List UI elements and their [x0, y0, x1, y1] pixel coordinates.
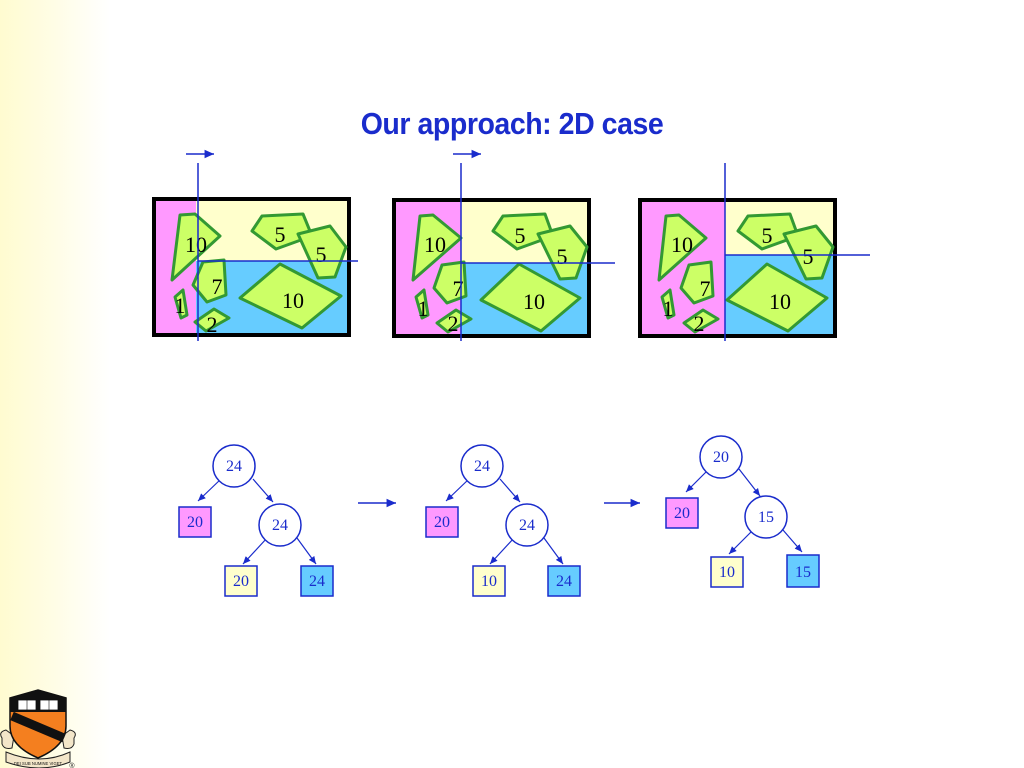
shape-label: 10	[523, 289, 545, 314]
tree-node-label: 15	[795, 564, 811, 581]
tree-leaf-bottom-right	[300, 565, 334, 597]
shape-label: 7	[453, 276, 464, 301]
tree-root-node	[212, 444, 256, 488]
shape-label: 1	[175, 293, 186, 318]
shape-label: 1	[418, 296, 429, 321]
shape-1	[660, 288, 676, 320]
panel-border	[152, 197, 351, 337]
tree-node-label: 24	[556, 573, 572, 590]
tree-3: 20 20 15 10 15	[665, 435, 820, 588]
tree-node-label: 24	[226, 458, 242, 475]
registered-mark: ®	[69, 762, 75, 768]
tree-leaf-top-right	[472, 565, 506, 597]
shape-7	[679, 260, 715, 305]
shape-label: 10	[424, 232, 446, 257]
tree-leaf-bottom-right	[547, 565, 581, 597]
tree-node-label: 15	[758, 509, 774, 526]
tree-node-label: 10	[719, 564, 735, 581]
tree-node-label: 20	[187, 514, 203, 531]
shape-2	[193, 307, 231, 333]
shape-label: 5	[762, 223, 773, 248]
tree-node-label: 20	[713, 449, 729, 466]
shape-5-top	[736, 212, 800, 251]
shape-label: 5	[275, 222, 286, 247]
tree-root-node	[460, 444, 504, 488]
panel-border	[392, 198, 591, 338]
tree-leaf-bottom-right	[786, 554, 820, 588]
panel-1: 10 5 5 7 10 1 2	[152, 149, 358, 341]
shape-label: 10	[769, 289, 791, 314]
tree-leaf-top-right	[710, 556, 744, 588]
shape-label: 7	[212, 274, 223, 299]
tree-node-label: 20	[233, 573, 249, 590]
shape-5-right	[782, 224, 835, 281]
tree-node-label: 24	[519, 517, 535, 534]
shape-5-top	[250, 212, 314, 251]
shape-10-left	[170, 212, 222, 282]
tree-node-label: 24	[474, 458, 490, 475]
shape-label: 2	[694, 311, 705, 336]
shape-label: 5	[557, 244, 568, 269]
shape-5-right	[296, 224, 348, 280]
shape-5-top	[491, 212, 555, 251]
tree-leaf-top-right	[224, 565, 258, 597]
tree-node-label: 20	[434, 514, 450, 531]
shape-label: 5	[803, 244, 814, 269]
shape-label: 10	[282, 288, 304, 313]
tree-inner-node	[258, 503, 302, 547]
logo-motto: DEI SUB NUMINE VIGET	[14, 761, 63, 766]
shape-label: 5	[515, 223, 526, 248]
shape-10-big	[479, 262, 582, 333]
shape-label: 10	[671, 232, 693, 257]
shape-1	[414, 288, 430, 320]
tree-node-label: 10	[481, 573, 497, 590]
princeton-shield-icon: DEI SUB NUMINE VIGET ®	[0, 689, 76, 768]
shape-1	[173, 288, 189, 320]
shape-2	[435, 308, 473, 334]
tree-node-label: 24	[272, 517, 288, 534]
background-gradient-strip	[0, 0, 110, 768]
shape-10-left	[657, 213, 708, 282]
tree-node-label: 20	[674, 505, 690, 522]
tree-leaf-left	[425, 506, 459, 538]
shape-label: 5	[316, 242, 327, 267]
tree-node-label: 24	[309, 573, 325, 590]
shape-label: 2	[207, 312, 218, 337]
shape-10-big	[725, 262, 829, 333]
shape-10-big	[238, 262, 343, 330]
panel-3: 10 5 5 7 10 1 2	[638, 163, 870, 341]
panel-2: 10 5 5 7 10 1 2	[392, 149, 615, 341]
tree-2: 24 20 24 10 24	[425, 444, 581, 597]
shape-label: 1	[663, 296, 674, 321]
tree-inner-node	[505, 503, 549, 547]
shape-label: 7	[700, 276, 711, 301]
shape-2	[682, 308, 720, 334]
tree-leaf-left	[178, 506, 212, 538]
shape-label: 10	[185, 232, 207, 257]
panel-border	[638, 198, 837, 338]
tree-1: 24 20 24 20 24	[178, 444, 334, 597]
tree-leaf-left	[665, 497, 699, 529]
tree-inner-node	[744, 495, 788, 539]
slide-title: Our approach: 2D case	[360, 106, 664, 141]
tree-root-node	[699, 435, 743, 479]
shape-label: 2	[448, 311, 459, 336]
